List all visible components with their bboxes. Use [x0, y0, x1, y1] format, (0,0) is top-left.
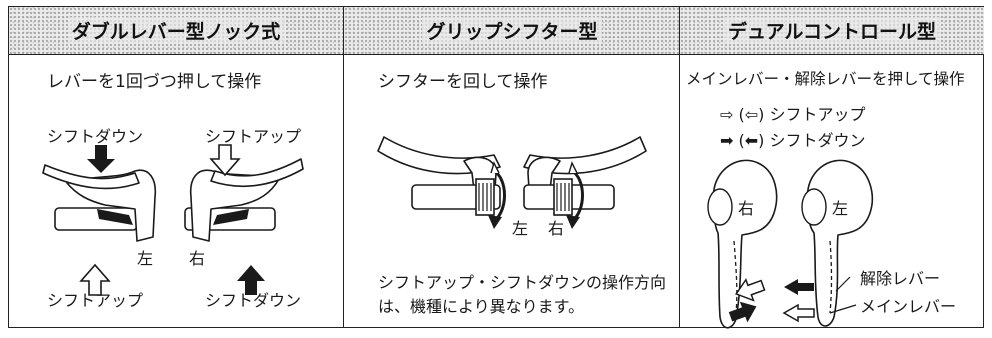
right-release-lever-outline [733, 240, 738, 314]
left-rotate-up-arrowhead [490, 161, 500, 174]
grip-shifter-instruction: シフターを回して操作 [378, 72, 548, 92]
grip-label-left: 左 [512, 219, 529, 238]
double-lever-header-text: ダブルレバー型ノック式 [67, 17, 285, 44]
shift-down-arrow-filled-bottom [237, 265, 265, 295]
double-lever-column: ダブルレバー型ノック式 レバーを1回づつ押して操作 シフトダウン シフトアップ [9, 7, 343, 327]
right-lever [189, 169, 280, 242]
dual-control-illustration [707, 159, 874, 329]
left-brake-lever [42, 164, 140, 190]
right-sti-bar-end [707, 188, 733, 226]
dual-left-shift-up-arrow [782, 303, 815, 323]
label-shift-down-bottom: シフトダウン [205, 291, 302, 310]
right-sti-lever [712, 159, 778, 329]
dual-right-shift-down-arrow [728, 301, 757, 323]
left-grip-twist [475, 178, 495, 216]
dual-control-instruction: メインレバー・解除レバーを押して操作 [686, 70, 965, 88]
shift-up-arrow-outline-bottom [79, 263, 111, 296]
label-main-lever: メインレバー [860, 297, 957, 316]
left-grip-ridges [478, 183, 492, 211]
left-release-lever-outline [829, 240, 833, 314]
grip-label-right: 右 [548, 219, 565, 238]
dual-label-right: 右 [738, 199, 755, 218]
dual-right-shift-up-arrow [735, 278, 766, 302]
dual-control-body: メインレバー・解除レバーを押して操作 ⇨ (⇦) シフトアップ ➡ (⬅) シフ… [680, 55, 984, 329]
grip-shifter-illustration [377, 136, 647, 229]
right-brake-lever [210, 158, 304, 188]
dual-control-column: デュアルコントロール型 メインレバー・解除レバーを押して操作 ⇨ (⇦) シフト… [679, 7, 984, 329]
right-rotate-arrowhead [566, 215, 580, 229]
right-paddle [213, 209, 249, 225]
double-lever-header: ダブルレバー型ノック式 [9, 7, 343, 55]
shift-up-arrow-outline [209, 144, 241, 177]
dual-control-header-text: デュアルコントロール型 [723, 17, 941, 44]
grip-shifter-header: グリップシフター型 [344, 7, 680, 55]
dual-left-shift-down-arrow [784, 279, 814, 295]
label-release-lever: 解除レバー [860, 269, 941, 288]
left-rotate-arrowhead [488, 215, 502, 229]
label-right: 右 [189, 249, 206, 268]
left-paddle [97, 209, 133, 225]
release-lever-leader [835, 276, 851, 292]
right-grip-twist [553, 178, 573, 216]
main-lever-leader [829, 304, 857, 314]
dual-control-header: デュアルコントロール型 [680, 7, 984, 55]
legend-shift-down: ➡ (⬅) シフトダウン [720, 131, 866, 150]
grip-shifter-note: シフトアップ・シフトダウンの操作方向は、機種により異なります。 [378, 273, 667, 316]
shift-down-arrow-filled [87, 145, 115, 173]
shifter-types-table: ダブルレバー型ノック式 レバーを1回づつ押して操作 シフトダウン シフトアップ [8, 6, 984, 329]
right-rotate-up-arrowhead [568, 161, 578, 174]
grip-shifter-body: シフターを回して操作 [344, 55, 680, 327]
label-left: 左 [137, 249, 154, 268]
label-shift-down-top: シフトダウン [47, 127, 144, 146]
legend-shift-up: ⇨ (⇦) シフトアップ [720, 105, 866, 124]
label-shift-up-top: シフトアップ [205, 127, 302, 146]
left-sti-bar-end [801, 188, 827, 226]
double-lever-body: レバーを1回づつ押して操作 シフトダウン シフトアップ [9, 55, 343, 327]
dual-label-left: 左 [832, 199, 849, 218]
double-lever-illustration [42, 144, 304, 296]
grip-shifter-header-text: グリップシフター型 [422, 17, 602, 44]
label-shift-up-bottom: シフトアップ [47, 291, 144, 310]
right-grip-ridges [556, 183, 570, 211]
double-lever-instruction: レバーを1回づつ押して操作 [47, 72, 262, 92]
grip-shifter-column: グリップシフター型 シフターを回して操作 [343, 7, 680, 327]
